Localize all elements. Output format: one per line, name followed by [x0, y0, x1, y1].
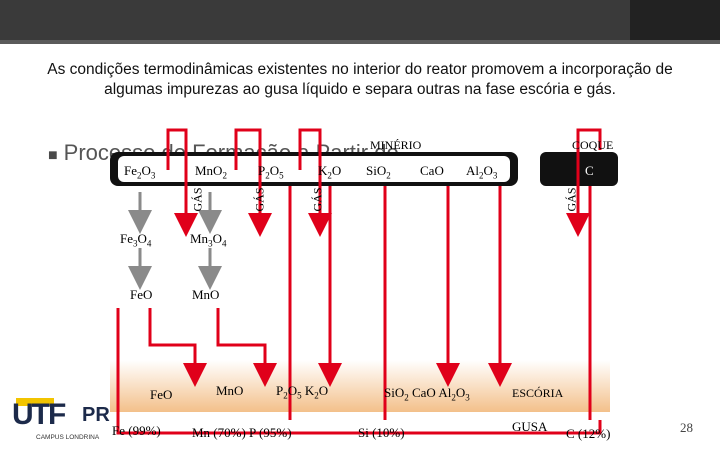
top-banner — [0, 0, 720, 40]
slag-feo: FeO — [150, 387, 173, 402]
species-feo: FeO — [130, 287, 153, 302]
gas-label-4: GÁS — [564, 187, 579, 212]
slag-mno: MnO — [216, 383, 244, 398]
gas-label-1: GÁS — [190, 187, 205, 212]
species-fe3o4: Fe3O4 — [120, 231, 152, 249]
logo-campus: CAMPUS LONDRINA — [36, 434, 100, 441]
gusa-mn-p-pct: Mn (70%) P (95%) — [192, 425, 292, 440]
intro-line-2: algumas impurezas ao gusa líquido e sepa… — [104, 81, 616, 98]
minerio-header: MINÉRIO — [370, 138, 422, 152]
logo-region: PR — [82, 404, 110, 426]
gusa-c-pct: C (12%) — [566, 426, 611, 441]
species-cao: CaO — [420, 163, 444, 178]
species-c: C — [585, 163, 594, 178]
gas-label-2: GÁS — [252, 187, 267, 212]
species-p2o5: P2O5 — [258, 163, 284, 181]
species-k2o: K2O — [318, 163, 342, 181]
gusa-label: GUSA — [512, 419, 548, 434]
species-mn3o4: Mn3O4 — [190, 231, 227, 249]
slag-components: SiO2 CaO Al2O3 — [384, 385, 470, 403]
top-banner-tab — [630, 0, 720, 40]
page-number: 28 — [680, 420, 693, 435]
route-mn-to-slag — [216, 308, 277, 387]
species-mno: MnO — [192, 287, 220, 302]
gas-arrow-coke — [566, 128, 602, 237]
gas-arrow-p2o5 — [298, 128, 332, 237]
coque-header: COQUE — [572, 138, 614, 152]
species-mno2: MnO2 — [195, 163, 227, 181]
logo-brand: UTF — [12, 398, 66, 431]
intro-paragraph: As condições termodinâmicas existentes n… — [10, 60, 710, 100]
species-fe2o3: Fe2O3 — [124, 163, 156, 181]
gas-arrow-fe2o3 — [166, 128, 198, 237]
bullet-square-icon: ■ — [48, 147, 58, 164]
logo-accent-bar — [16, 398, 54, 406]
ore-feed-box-inner — [118, 156, 510, 182]
species-al2o3: Al2O3 — [466, 163, 498, 181]
gusa-fe-pct: Fe (99%) — [112, 423, 161, 438]
gas-arrow-mno2 — [234, 128, 272, 237]
gas-label-3: GÁS — [310, 187, 325, 212]
top-banner-rule — [0, 40, 720, 44]
gusa-si-pct: Si (10%) — [358, 425, 405, 440]
gusa-collector — [116, 420, 602, 435]
route-feo-to-slag — [148, 308, 207, 387]
slag-label: ESCÓRIA — [512, 386, 564, 400]
slag-p2o5-k2o: P2O5 K2O — [276, 383, 329, 401]
species-sio2: SiO2 — [366, 163, 391, 181]
intro-line-1: As condições termodinâmicas existentes n… — [47, 61, 673, 78]
